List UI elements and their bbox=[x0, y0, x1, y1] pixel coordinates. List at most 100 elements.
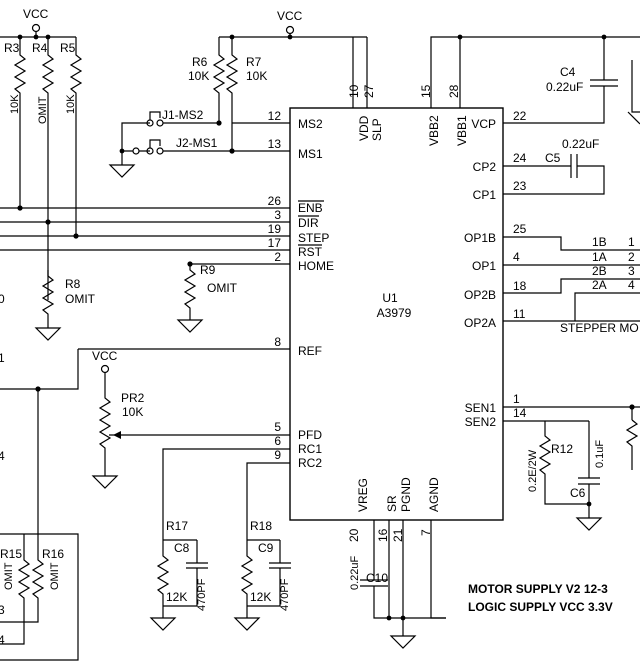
ic-part: A3979 bbox=[377, 306, 412, 320]
svg-text:J1-MS2: J1-MS2 bbox=[162, 108, 204, 122]
resistor-r15: R15 OMIT bbox=[0, 534, 31, 645]
pin-num-2: 2 bbox=[274, 250, 281, 264]
svg-text:J2-MS1: J2-MS1 bbox=[176, 136, 218, 150]
svg-text:OMIT: OMIT bbox=[49, 562, 61, 590]
pin-name-vcp: VCP bbox=[471, 117, 496, 131]
edge-fragments: 0 1 4 3 4 bbox=[0, 292, 5, 647]
svg-text:3: 3 bbox=[628, 264, 635, 278]
svg-text:R18: R18 bbox=[250, 519, 272, 533]
svg-text:OMIT: OMIT bbox=[37, 96, 49, 124]
svg-text:C9: C9 bbox=[258, 541, 274, 555]
pin-name-step: STEP bbox=[298, 231, 329, 245]
svg-text:R9: R9 bbox=[200, 263, 216, 277]
svg-text:C5: C5 bbox=[545, 151, 561, 165]
svg-text:R12: R12 bbox=[551, 442, 573, 456]
svg-text:12K: 12K bbox=[166, 590, 187, 604]
ic-u1-body bbox=[289, 107, 504, 521]
pin-name-pgnd: PGND bbox=[399, 477, 413, 512]
left-signal-wires bbox=[0, 122, 290, 540]
pin-name-rst: RST bbox=[298, 245, 323, 259]
svg-text:STEPPER MO: STEPPER MO bbox=[560, 321, 639, 335]
pin-num-1: 1 bbox=[513, 392, 520, 406]
pin-num-19: 19 bbox=[268, 222, 282, 236]
pin-num-12: 12 bbox=[268, 109, 282, 123]
pin-name-cp1: CP1 bbox=[473, 188, 497, 202]
svg-text:470PF: 470PF bbox=[279, 578, 291, 611]
resistor-r6: R6 10K bbox=[188, 37, 226, 123]
svg-text:0: 0 bbox=[0, 292, 5, 306]
svg-text:2A: 2A bbox=[592, 278, 607, 292]
svg-text:1: 1 bbox=[0, 351, 5, 365]
svg-text:0.22uF: 0.22uF bbox=[546, 80, 583, 94]
ground-icon bbox=[575, 517, 603, 531]
svg-text:C6: C6 bbox=[570, 486, 586, 500]
top-pin-names: VDD SLP VBB2 VBB1 bbox=[357, 115, 469, 146]
svg-text:R6: R6 bbox=[192, 55, 208, 69]
resistor-r12: R12 0.2E/2W bbox=[527, 421, 589, 505]
svg-text:0.2E/2W: 0.2E/2W bbox=[527, 449, 539, 492]
ground-icon bbox=[91, 475, 119, 489]
ground-icon bbox=[176, 319, 204, 333]
svg-text:4: 4 bbox=[628, 278, 635, 292]
svg-text:PR2: PR2 bbox=[121, 391, 145, 405]
resistor-r7: R7 10K bbox=[225, 37, 267, 151]
svg-text:0.22uF: 0.22uF bbox=[349, 555, 361, 590]
pin-num-9: 9 bbox=[274, 448, 281, 462]
svg-text:10K: 10K bbox=[246, 69, 267, 83]
svg-text:R8: R8 bbox=[65, 277, 81, 291]
svg-text:10K: 10K bbox=[65, 94, 77, 114]
vcc-terminal-pot bbox=[100, 364, 110, 374]
svg-text:2B: 2B bbox=[592, 264, 607, 278]
svg-text:OMIT: OMIT bbox=[3, 562, 15, 590]
svg-text:12K: 12K bbox=[250, 590, 271, 604]
pin-num-27: 27 bbox=[362, 84, 376, 98]
resistor-r18: R18 12K bbox=[240, 519, 272, 606]
pin-name-cp2: CP2 bbox=[473, 160, 497, 174]
svg-text:OMIT: OMIT bbox=[65, 292, 96, 306]
pin-name-op1b: OP1B bbox=[464, 231, 496, 245]
pin-num-24: 24 bbox=[513, 151, 527, 165]
top-pin-numbers: 10 27 15 28 bbox=[347, 84, 461, 98]
svg-text:R15: R15 bbox=[0, 547, 22, 561]
pin-name-dir: DIR bbox=[298, 216, 319, 230]
svg-text:R3: R3 bbox=[4, 41, 20, 55]
left-pin-numbers: 12 13 26 3 19 17 2 8 5 6 9 bbox=[268, 109, 282, 462]
pin-name-ms1: MS1 bbox=[298, 147, 323, 161]
pin-name-slp: SLP bbox=[370, 118, 384, 141]
svg-text:3: 3 bbox=[0, 603, 5, 617]
ground-icon bbox=[233, 617, 261, 631]
left-pin-names: MS2 MS1 ENB DIR STEP RST HOME REF PFD RC… bbox=[298, 117, 334, 470]
vcc-terminal-mid bbox=[285, 25, 295, 35]
svg-text:4: 4 bbox=[0, 449, 5, 463]
pin-name-pfd: PFD bbox=[298, 428, 322, 442]
pin-num-17: 17 bbox=[268, 236, 282, 250]
pin-num-11: 11 bbox=[513, 307, 526, 321]
pin-name-sen1: SEN1 bbox=[465, 401, 497, 415]
note-motor-supply: MOTOR SUPPLY V2 12-3 bbox=[468, 582, 608, 596]
pin-name-rc2: RC2 bbox=[298, 456, 322, 470]
vcc-terminal-left bbox=[31, 23, 41, 33]
pin-num-20: 20 bbox=[347, 528, 361, 542]
pin-num-16: 16 bbox=[376, 528, 390, 542]
svg-text:470PF: 470PF bbox=[196, 578, 208, 611]
pin-num-23: 23 bbox=[513, 179, 527, 193]
resistor-r3: R3 10K bbox=[4, 37, 27, 208]
pin-name-ms2: MS2 bbox=[298, 117, 323, 131]
pin-num-6: 6 bbox=[274, 434, 281, 448]
pin-num-21: 21 bbox=[391, 528, 405, 542]
pin-num-14: 14 bbox=[513, 406, 527, 420]
pin-num-26: 26 bbox=[268, 194, 282, 208]
svg-text:10K: 10K bbox=[188, 69, 209, 83]
jumper-j2: J2-MS1 bbox=[119, 136, 232, 165]
svg-text:R7: R7 bbox=[246, 55, 262, 69]
pin-name-home: HOME bbox=[298, 259, 334, 273]
resistor-r16: R16 OMIT bbox=[0, 534, 64, 623]
capacitor-c9: C9 470PF bbox=[247, 540, 291, 611]
pin-name-sen2: SEN2 bbox=[465, 415, 497, 429]
svg-text:R4: R4 bbox=[32, 41, 48, 55]
svg-text:R5: R5 bbox=[60, 41, 76, 55]
vcc-label-left: VCC bbox=[23, 7, 49, 21]
pin-name-op2b: OP2B bbox=[464, 288, 496, 302]
svg-text:C10: C10 bbox=[366, 571, 388, 585]
